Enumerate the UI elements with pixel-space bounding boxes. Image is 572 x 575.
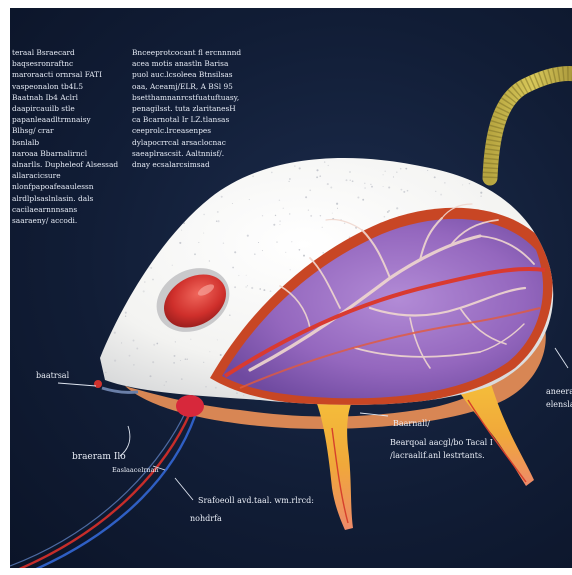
label-right-2: elenslax bbox=[546, 400, 572, 410]
label-wire-bottom-2: nohdrfa bbox=[190, 514, 222, 524]
label-right-1: aneeraa bbox=[546, 387, 572, 397]
wire-blue bbox=[10, 416, 195, 568]
text-block-center: Bnceeprotcocant fl ercnnnnd acea motis a… bbox=[132, 47, 282, 170]
label-snout: baatrsal bbox=[36, 371, 69, 381]
diagram-panel: teraal Bsraecard baqsesronraftnc maroraa… bbox=[10, 8, 572, 568]
label-leg-desc-2: /lacraalif.anl lestrtants. bbox=[390, 451, 485, 461]
label-leg: Baarnall/ bbox=[393, 419, 430, 429]
nose bbox=[94, 380, 102, 388]
wire-red bbox=[10, 413, 190, 568]
text-block-left: teraal Bsraecard baqsesronraftnc maroraa… bbox=[12, 47, 130, 226]
label-wire-left: braeram Ilo bbox=[72, 452, 126, 462]
jaw-node bbox=[176, 395, 204, 417]
label-wire-small: Easlaacelrnan bbox=[112, 465, 159, 475]
label-leg-desc-1: Bearqoal aacgl/bo Tacal I bbox=[390, 438, 493, 448]
label-wire-bottom-1: Srafoeoll avd.taal. wm.rlrcd: bbox=[198, 496, 314, 506]
